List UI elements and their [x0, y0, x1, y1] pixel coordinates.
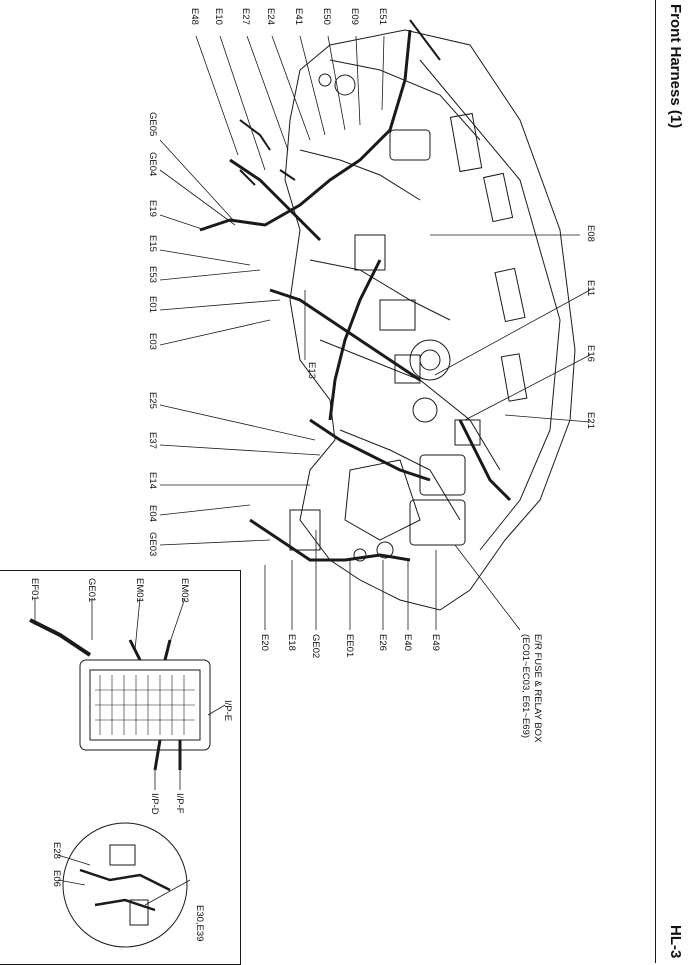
inset-label-e06: E06: [51, 870, 62, 887]
callout-e13: E13: [306, 362, 317, 379]
callout-e25: E25: [147, 392, 158, 409]
callout-ge04: GE04: [147, 152, 158, 177]
callout-e16: E16: [585, 345, 596, 362]
callout-e18: E18: [286, 634, 297, 651]
inset-label-e28: E28: [51, 842, 62, 859]
inset-label-em02: EM02: [179, 578, 190, 603]
callout-e48: E48: [189, 8, 200, 25]
callout-e26: E26: [377, 634, 388, 651]
callout-e11: E11: [585, 280, 596, 297]
callout-e37: E37: [147, 432, 158, 449]
callout-e01: E01: [147, 296, 158, 313]
callout-e19: E19: [147, 200, 158, 217]
callout-e40: E40: [402, 634, 413, 651]
callout-e50: E50: [321, 8, 332, 25]
callout-e51: E51: [377, 8, 388, 25]
inset-label-em01: EM01: [134, 578, 145, 603]
callout-e21: E21: [585, 412, 596, 429]
header-strip: [655, 0, 688, 963]
callout-e49: E49: [430, 634, 441, 651]
inset-label-ip-d: I/P-D: [149, 793, 160, 815]
inset-label-e30-e39: E30,E39: [194, 905, 205, 942]
callout-e03: E03: [147, 333, 158, 350]
callout-ee01: EE01: [344, 634, 355, 658]
callout-e10: E10: [213, 8, 224, 25]
callout-e20: E20: [259, 634, 270, 651]
callout-e09: E09: [349, 8, 360, 25]
callout-e14: E14: [147, 472, 158, 489]
callout-ge03: GE03: [147, 532, 158, 557]
inset-label-ge01: GE01: [86, 578, 97, 603]
inset-label-ip-f: I/P-F: [174, 793, 185, 814]
callout-e08: E08: [585, 225, 596, 242]
fuse-box-label-line2: (EC01~EC03, E61~E69): [520, 634, 531, 739]
callout-e15: E15: [147, 235, 158, 252]
inset-label-ip-e: I/P-E: [222, 700, 233, 722]
callout-e27: E27: [240, 8, 251, 25]
inset-label-ef01: EF01: [29, 578, 40, 601]
callout-e53: E53: [147, 266, 158, 283]
callout-ge05: GE05: [147, 112, 158, 137]
callout-ge02: GE02: [310, 634, 321, 659]
callout-e04: E04: [147, 505, 158, 522]
callout-e41: E41: [293, 8, 304, 25]
callout-e24: E24: [265, 8, 276, 25]
fuse-box-label-line1: E/R FUSE & RELAY BOX: [532, 634, 543, 743]
